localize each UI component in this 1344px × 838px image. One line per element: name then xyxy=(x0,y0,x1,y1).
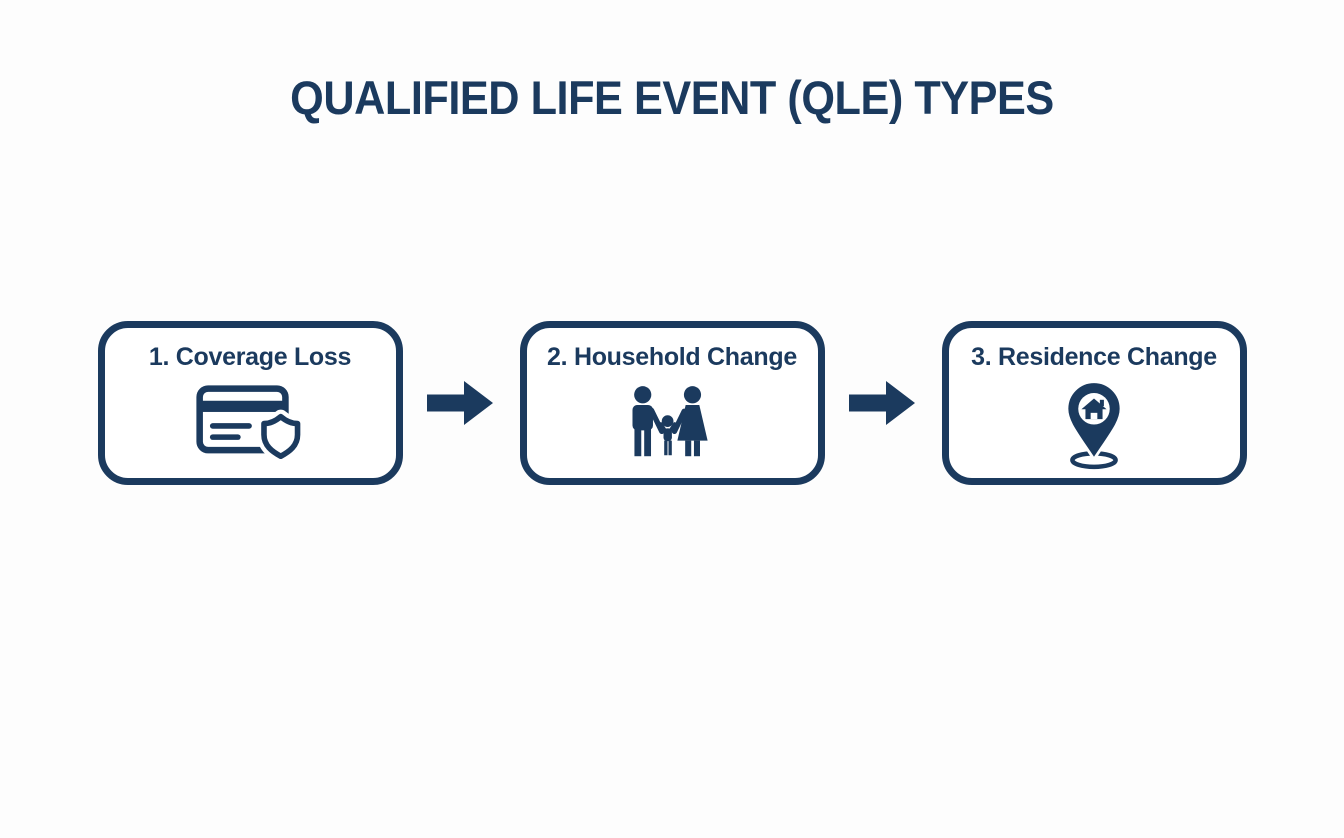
step-box-household-change: 2. Household Change xyxy=(519,321,825,485)
insurance-card-shield-icon xyxy=(196,385,305,464)
right-arrow-icon xyxy=(427,381,493,425)
step-label: 2. Household Change xyxy=(547,343,797,371)
house-location-pin-icon xyxy=(1065,380,1123,470)
family-icon xyxy=(632,386,708,457)
step-box-residence-change: 3. Residence Change xyxy=(941,321,1247,485)
qle-flow-diagram: 1. Coverage Loss 2. Household Change xyxy=(0,321,1344,485)
page-title: QUALIFIED LIFE EVENT (QLE) TYPES xyxy=(290,71,1054,124)
step-box-coverage-loss: 1. Coverage Loss xyxy=(97,321,403,485)
step-label: 1. Coverage Loss xyxy=(148,343,352,371)
right-arrow-icon xyxy=(849,381,915,425)
step-label: 3. Residence Change xyxy=(971,343,1217,371)
